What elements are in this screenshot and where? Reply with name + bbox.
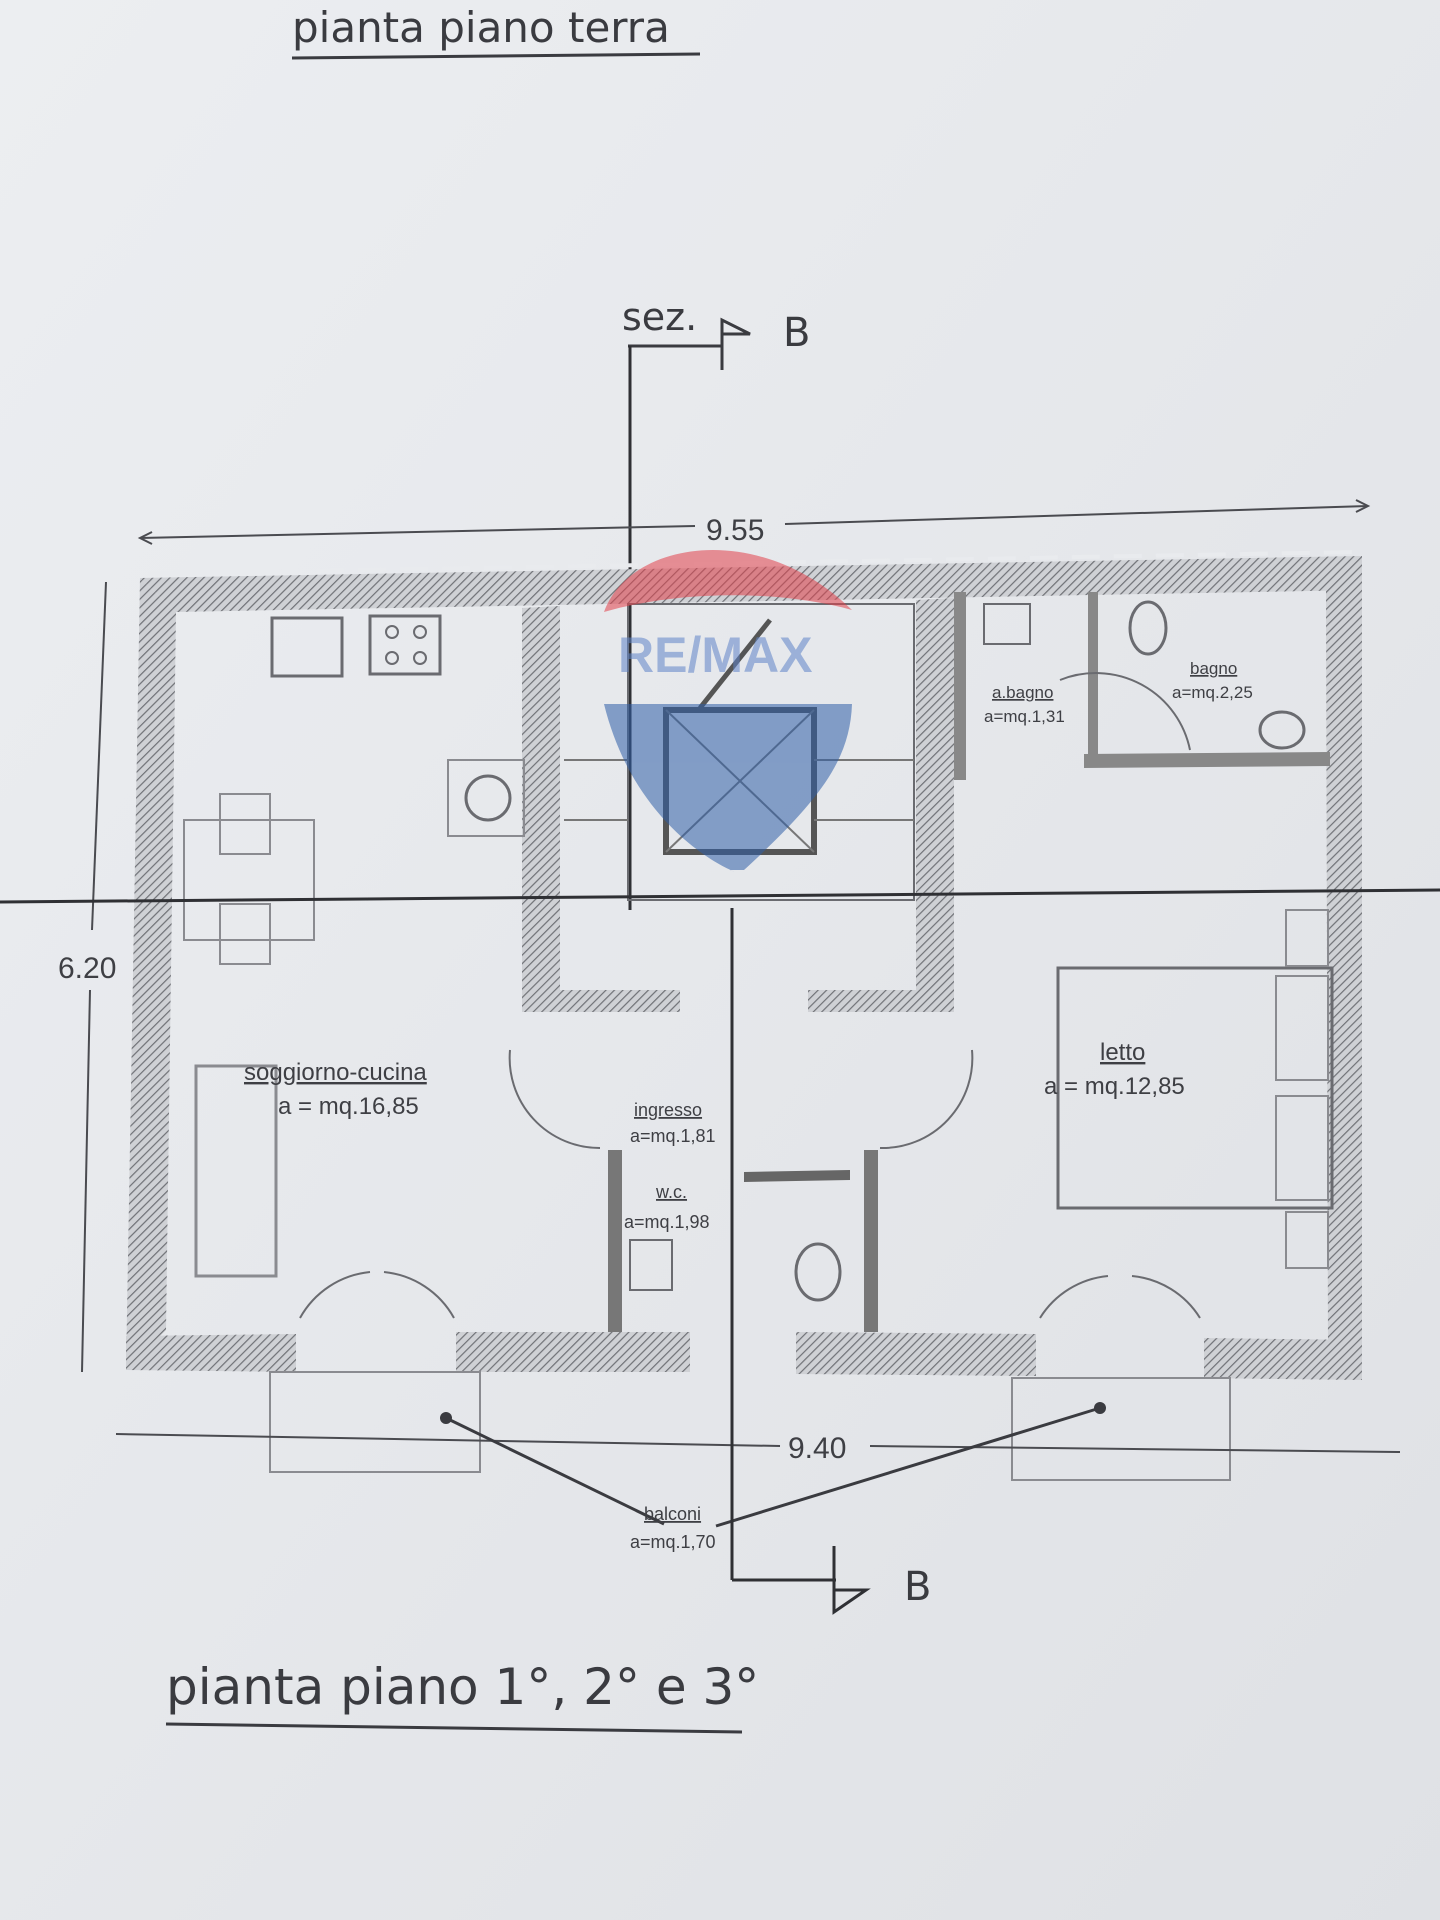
room-name-antibagno: a.bagno: [992, 683, 1053, 702]
section-label: sez.: [622, 295, 697, 339]
doors: [299, 672, 1201, 1319]
remax-watermark: RE/MAX: [604, 549, 852, 872]
door-arc-letto: [879, 1049, 974, 1150]
room-area-bagno: a=mq.2,25: [1172, 683, 1253, 702]
dimension-top-value: 9.55: [706, 514, 764, 547]
boiler-icon: [464, 774, 512, 822]
room-area-soggiorno: a = mq.16,85: [278, 1093, 419, 1120]
door-arc-soggiorno: [508, 1049, 601, 1150]
section-letter-bottom: B: [904, 1564, 931, 1610]
room-area-balconi: a=mq.1,70: [630, 1532, 716, 1552]
bed-icon: [1056, 966, 1334, 1210]
room-area-wc: a=mq.1,98: [624, 1212, 710, 1232]
wc-sink-icon: [629, 1239, 673, 1291]
table-icon: [183, 819, 315, 941]
dimension-bottom-value: 9.40: [788, 1432, 846, 1465]
balcony-left: [269, 1371, 481, 1473]
remax-logo-text: RE/MAX: [618, 627, 812, 683]
bedroom-furniture: [1056, 909, 1334, 1269]
dimension-left: 6.20: [58, 581, 116, 1373]
antibath-sink-icon: [983, 603, 1031, 645]
interior-walls: [522, 592, 1330, 1332]
dimension-bottom: 9.40: [115, 1432, 1401, 1465]
room-area-antibagno: a=mq.1,31: [984, 707, 1065, 726]
balcony-leaders: [440, 1402, 1106, 1528]
kitchen-fixtures: [183, 614, 525, 1278]
dimension-top: 9.55: [137, 499, 1371, 547]
title-bottom-text: pianta piano 1°, 2° e 3°: [166, 1658, 759, 1716]
bidet-icon: [1258, 710, 1306, 750]
section-marker-top: sez. B: [622, 295, 810, 910]
room-name-balconi: balconi: [644, 1504, 701, 1524]
balloon-red-top: [604, 549, 852, 612]
sink-icon: [270, 616, 344, 678]
horizontal-cut-line: [0, 888, 1440, 904]
bathroom-fixtures: [629, 600, 1306, 1302]
dimension-left-value: 6.20: [58, 952, 116, 985]
wc-toilet-icon: [794, 1242, 842, 1302]
balcony-right: [1011, 1377, 1231, 1481]
balloon-blue-bottom: [604, 704, 852, 872]
room-name-soggiorno: soggiorno-cucina: [244, 1059, 427, 1086]
room-area-letto: a = mq.12,85: [1044, 1073, 1185, 1100]
chair-icon: [219, 793, 271, 855]
title-ground-floor: pianta piano terra: [291, 3, 701, 60]
title-top-text: pianta piano terra: [292, 3, 670, 52]
door-arc-bagno: [1059, 672, 1191, 751]
title-upper-floors: pianta piano 1°, 2° e 3°: [165, 1658, 759, 1734]
room-name-ingresso: ingresso: [634, 1100, 702, 1120]
room-name-wc: w.c.: [655, 1182, 687, 1202]
toilet-icon: [1128, 600, 1168, 656]
section-letter-top: B: [783, 310, 810, 356]
room-area-ingresso: a=mq.1,81: [630, 1126, 716, 1146]
room-name-bagno: bagno: [1190, 659, 1237, 678]
room-labels: soggiorno-cucina a = mq.16,85 letto a = …: [244, 659, 1253, 1552]
room-name-letto: letto: [1100, 1039, 1145, 1066]
stove-icon: [368, 614, 442, 676]
sofa-icon: [194, 1064, 278, 1278]
balconies: [269, 1371, 1231, 1481]
section-marker-bottom: B: [730, 908, 931, 1615]
